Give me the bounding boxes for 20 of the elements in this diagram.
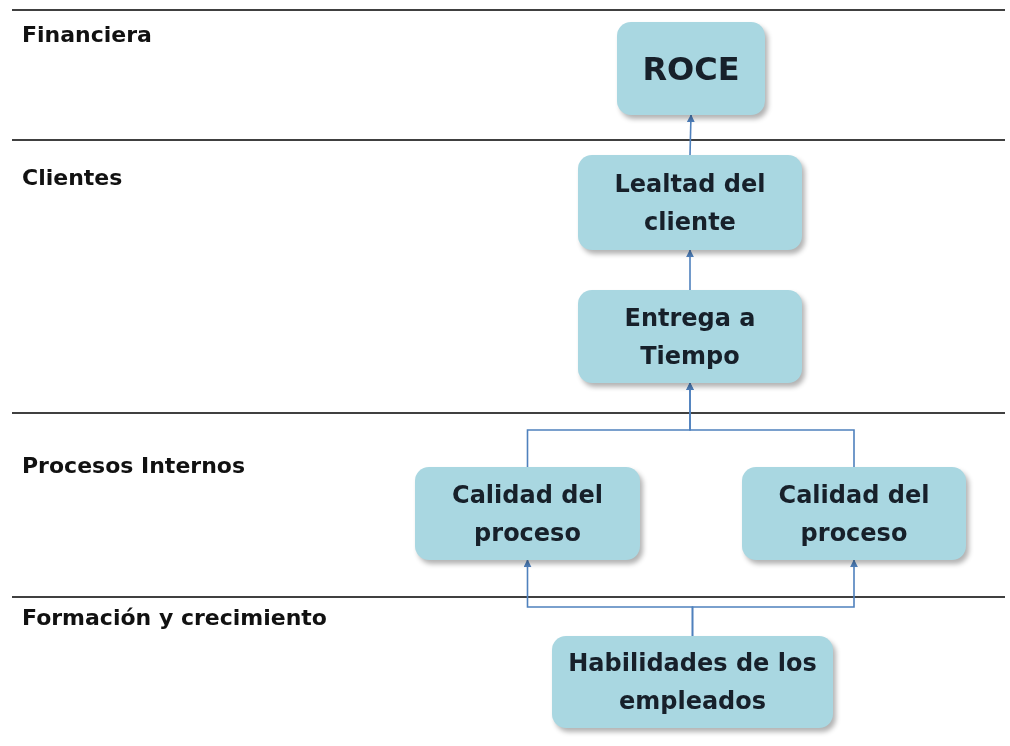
arrow	[691, 559, 858, 637]
section-label: Formación y crecimiento	[22, 605, 327, 630]
box-text: Entrega a Tiempo	[623, 302, 757, 372]
arrow	[686, 382, 855, 468]
arrow	[686, 114, 695, 156]
arrow	[686, 249, 694, 291]
process-box	[415, 467, 640, 560]
process-box	[578, 155, 802, 250]
box-text: Calidad del proceso	[451, 479, 604, 549]
section-label: Procesos Internos	[22, 453, 246, 478]
process-box	[617, 22, 765, 115]
process-box	[742, 467, 966, 560]
process-box	[578, 290, 802, 383]
box-text: ROCE	[642, 49, 740, 88]
section-label: Clientes	[22, 165, 123, 190]
box-text: Lealtad del cliente	[613, 168, 767, 238]
process-box	[552, 636, 833, 728]
box-text: Calidad del proceso	[777, 479, 931, 549]
section-label: Financiera	[22, 22, 152, 47]
box-text: Habilidades de los empleados	[567, 648, 818, 717]
